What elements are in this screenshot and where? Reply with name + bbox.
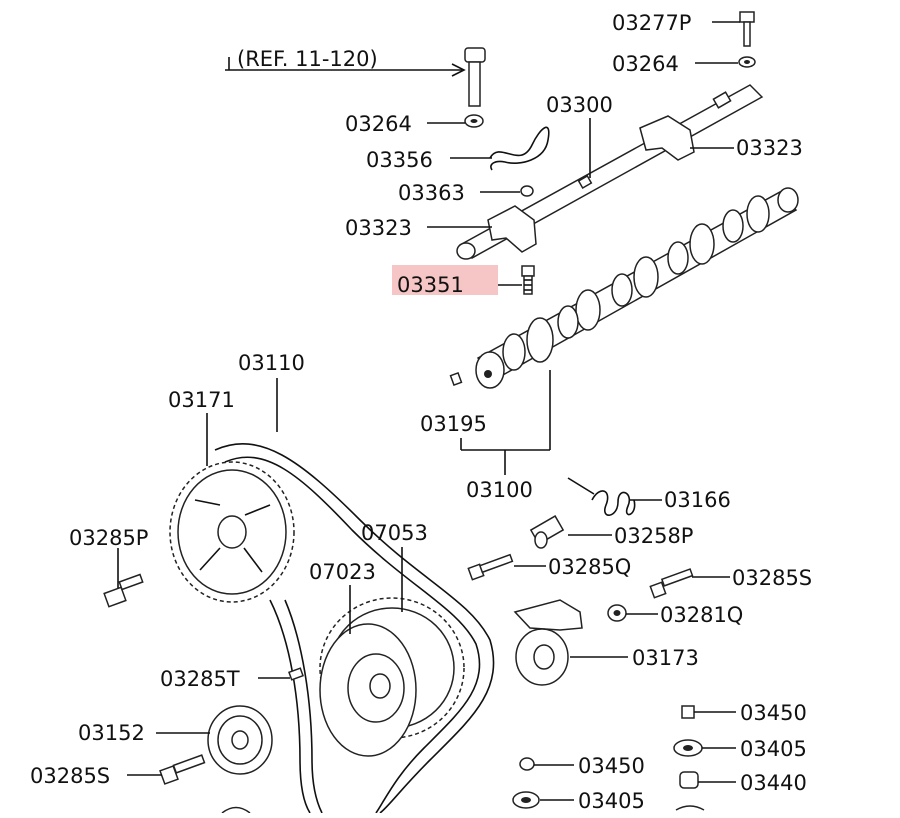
label-03285s-left: 03285S — [30, 764, 110, 788]
pin-03195-icon — [449, 371, 463, 387]
bolt-03285t-icon — [288, 667, 304, 681]
label-03323-upper: 03323 — [736, 136, 803, 160]
tensioner-03173-icon — [513, 599, 583, 686]
washer-03264-top-icon — [738, 56, 756, 68]
bolt-03285s-left-icon — [159, 754, 206, 785]
ref-label: (REF. 11-120) — [237, 47, 378, 71]
rocker-arm-03323-upper-icon — [639, 115, 695, 161]
bolt-03285p-icon — [103, 573, 144, 608]
washer-03281q-icon — [607, 604, 627, 622]
timing-belt-icon — [214, 443, 495, 814]
label-03356: 03356 — [366, 148, 433, 172]
ref-bolt-icon — [464, 47, 486, 107]
partial-part-icon — [675, 805, 705, 811]
nut-03363-icon — [520, 185, 534, 197]
adjuster-screw-03351-icon — [521, 265, 535, 295]
label-03405-left: 03405 — [578, 789, 645, 813]
seat-03405-left-icon — [512, 791, 540, 809]
label-03171: 03171 — [168, 388, 235, 412]
spring-clip-03356-icon — [489, 126, 550, 171]
bolt-03285q-icon — [467, 553, 514, 581]
cap-03450-left-icon — [519, 757, 535, 771]
seal-03440-icon — [679, 771, 699, 789]
seat-03405-right-icon — [673, 739, 703, 757]
bolt-03277p-icon — [739, 11, 755, 47]
idler-pulley-03152-icon — [207, 705, 273, 775]
cap-03450-right-icon — [681, 705, 695, 719]
label-03152: 03152 — [78, 721, 145, 745]
spring-03166-icon — [591, 490, 636, 516]
label-03277p: 03277P — [612, 11, 691, 35]
label-03405-right: 03405 — [740, 737, 807, 761]
label-03285p: 03285P — [69, 526, 148, 550]
label-07053: 07053 — [361, 521, 428, 545]
label-03285q: 03285Q — [548, 555, 631, 579]
label-03258p: 03258P — [614, 524, 693, 548]
flange-07023-icon — [319, 623, 417, 757]
label-07023: 07023 — [309, 560, 376, 584]
rocker-arm-03323-lower-icon — [487, 205, 537, 253]
washer-03264-left-icon — [464, 114, 484, 128]
label-03281q: 03281Q — [660, 603, 743, 627]
label-03450-right: 03450 — [740, 701, 807, 725]
label-03285s-right: 03285S — [732, 566, 812, 590]
label-03450-left: 03450 — [578, 754, 645, 778]
label-03323-lower: 03323 — [345, 216, 412, 240]
label-03440: 03440 — [740, 771, 807, 795]
label-03173: 03173 — [632, 646, 699, 670]
label-03351: 03351 — [397, 273, 464, 297]
highlight-03351 — [392, 265, 498, 295]
partial-part-left-icon — [221, 806, 251, 814]
camshaft-icon — [475, 187, 799, 389]
label-03166: 03166 — [664, 488, 731, 512]
label-03264-top: 03264 — [612, 52, 679, 76]
label-03363: 03363 — [398, 181, 465, 205]
label-03100: 03100 — [466, 478, 533, 502]
sleeve-03258p-icon — [529, 515, 565, 549]
leader-lines — [117, 21, 740, 801]
label-03264-left: 03264 — [345, 112, 412, 136]
label-03110: 03110 — [238, 351, 305, 375]
label-03195: 03195 — [420, 412, 487, 436]
label-03300: 03300 — [546, 93, 613, 117]
label-03285t: 03285T — [160, 667, 240, 691]
bolt-03285s-right-icon — [649, 568, 694, 599]
cam-sprocket-03171-icon — [169, 461, 295, 603]
